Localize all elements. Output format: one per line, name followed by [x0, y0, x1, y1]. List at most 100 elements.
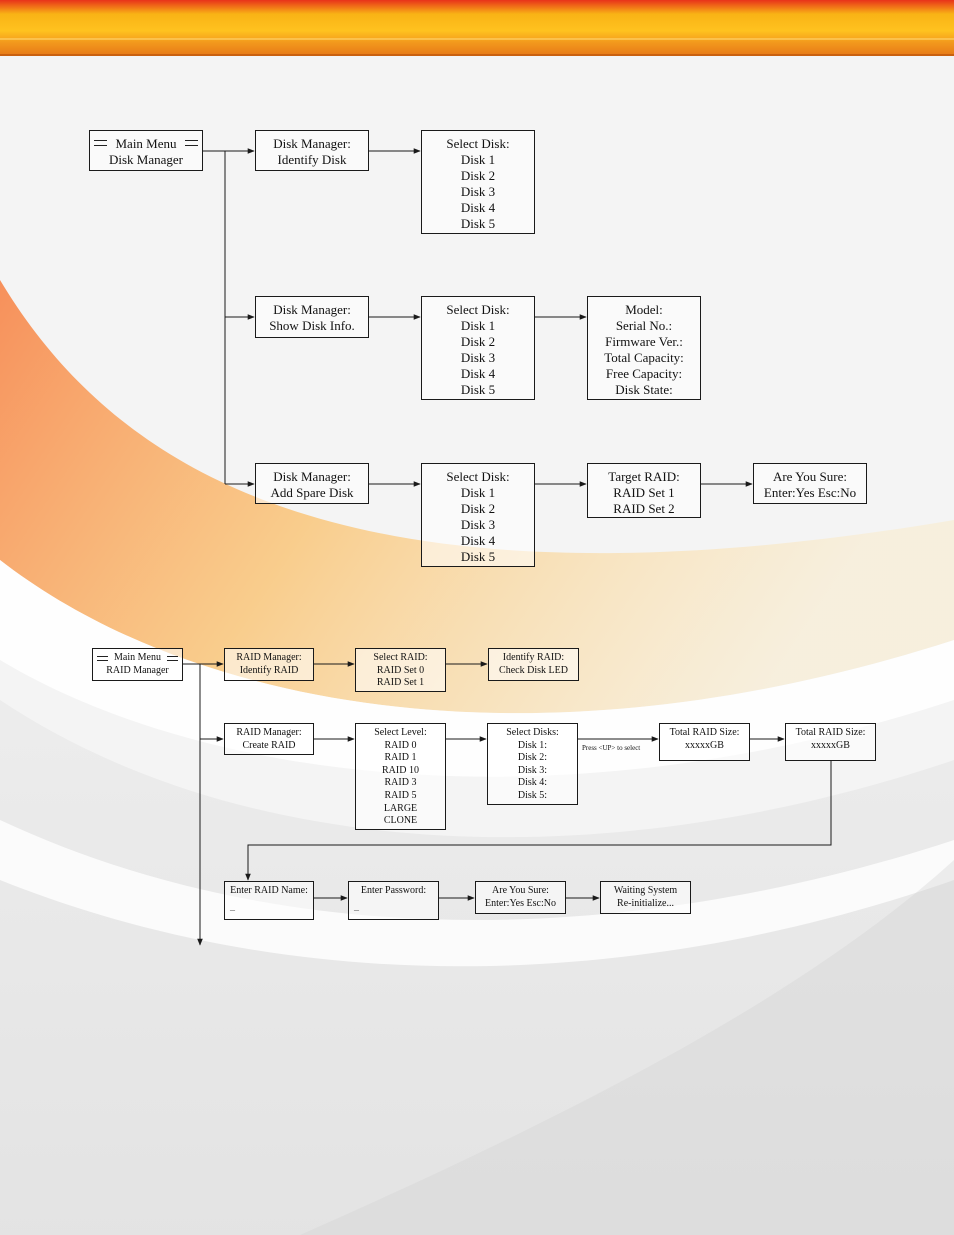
node-text-line: Disk Manager [108, 152, 183, 167]
node-text-line: Check Disk LED [499, 664, 568, 676]
node-text-line: Waiting System [613, 885, 678, 896]
node-text-line: Disk 4 [460, 366, 496, 381]
node-text-line: Show Disk Info. [269, 318, 355, 333]
total-raid-size-confirm-node: Total RAID Size:xxxxxGB [785, 723, 876, 761]
select-disks-node: Select Disks:Disk 1:Disk 2:Disk 3:Disk 4… [487, 723, 578, 805]
node-text-line: Re-initialize... [617, 897, 674, 909]
node-text-line: Firmware Ver.: [605, 334, 683, 349]
node-text-line: Disk 2 [460, 334, 496, 349]
node-text-line: RAID Set 1 [376, 677, 425, 689]
press-up-caption: Press <UP> to select [582, 744, 641, 752]
node-text-line: RAID Manager: [236, 652, 302, 663]
node-text-line: Disk 3 [460, 517, 496, 532]
node-text-line: Main Menu [114, 652, 161, 663]
node-text-line: Disk 1 [460, 318, 496, 333]
node-text-line: RAID Set 1 [613, 485, 675, 500]
node-text-line: Disk Manager: [273, 469, 351, 484]
node-text-line: Enter:Yes Esc:No [485, 897, 556, 909]
node-text-line: xxxxxGB [685, 739, 724, 751]
node-text-line: CLONE [383, 815, 418, 827]
node-text-line: Disk Manager: [273, 136, 351, 151]
enter-password-node: Enter Password: _ [348, 881, 439, 920]
node-text-line: xxxxxGB [811, 739, 850, 751]
menu-bars-icon [94, 140, 107, 146]
identify-disk-node: Disk Manager:Identify Disk [255, 130, 369, 171]
node-text-line: Main Menu [115, 136, 177, 151]
node-text-line: RAID 10 [382, 764, 419, 776]
node-text-line: RAID 5 [384, 789, 417, 801]
node-text-line: Identify RAID [239, 664, 299, 676]
node-text-line: Are You Sure: [772, 469, 848, 484]
node-text-line: RAID 0 [384, 739, 417, 751]
node-text-line: Select Level: [374, 727, 427, 738]
node-text-line: Create RAID [242, 739, 296, 751]
node-text-line: Select Disk: [446, 302, 510, 317]
node-text-line: Disk 4: [517, 777, 548, 789]
menu-bars-icon [97, 656, 108, 661]
node-text-line: RAID 1 [384, 752, 417, 764]
node-text-line: Disk 4 [460, 533, 496, 548]
node-text-line: Select Disks: [506, 727, 559, 738]
node-text-line: RAID Set 2 [613, 501, 675, 516]
node-text-line: Total RAID Size: [795, 727, 866, 738]
node-text-line: RAID Manager: [236, 727, 302, 738]
node-text-line: Enter RAID Name: [230, 885, 308, 896]
node-text-line: Disk 1 [460, 485, 496, 500]
node-text-line: RAID 3 [384, 777, 417, 789]
connector [245, 761, 832, 881]
node-text-line: Disk 3: [517, 764, 548, 776]
node-text-line: Identify RAID: [502, 652, 565, 663]
node-text-line: Target RAID: [608, 469, 680, 484]
node-text-line: Disk 5 [460, 216, 496, 231]
node-text-line: Disk Manager: [273, 302, 351, 317]
text-cursor: _ [354, 901, 359, 913]
text-cursor: _ [230, 901, 235, 913]
node-text-line: Disk 5 [460, 382, 496, 397]
identify-raid-led-node: Identify RAID:Check Disk LED [488, 648, 579, 681]
node-text-line: RAID Manager [106, 664, 169, 676]
create-confirm-node: Are You Sure:Enter:Yes Esc:No [475, 881, 566, 914]
node-text-line: Disk 5: [517, 789, 548, 801]
node-text-line: Disk 5 [460, 549, 496, 564]
menu-bars-icon [167, 656, 178, 661]
node-text-line: Disk 3 [460, 184, 496, 199]
show-disk-info-node: Disk Manager:Show Disk Info. [255, 296, 369, 338]
node-text-line: Disk State: [615, 382, 673, 397]
total-raid-size-node: Total RAID Size:xxxxxGB [659, 723, 750, 761]
create-raid-node: RAID Manager:Create RAID [224, 723, 314, 755]
node-text-line: Free Capacity: [605, 366, 683, 381]
node-text-line: Disk 1 [460, 152, 496, 167]
node-text-line: Model: [625, 302, 663, 317]
node-text-line: Identify Disk [277, 152, 347, 167]
node-text-line: Disk 1: [517, 739, 548, 751]
node-text-line: Disk 2 [460, 501, 496, 516]
enter-raid-name-node: Enter RAID Name: _ [224, 881, 314, 920]
node-text-line: Select RAID: [373, 652, 428, 663]
node-text-line: Enter:Yes Esc:No [763, 485, 857, 500]
identify-raid-node: RAID Manager:Identify RAID [224, 648, 314, 681]
node-text-line: Select Disk: [446, 469, 510, 484]
node-text-line: RAID Set 0 [376, 664, 425, 676]
node-text-line: Total Capacity: [604, 350, 684, 365]
node-text-line: Disk 3 [460, 350, 496, 365]
add-spare-disk-node: Disk Manager:Add Spare Disk [255, 463, 369, 504]
node-text-line: Disk 2 [460, 168, 496, 183]
node-text-line: Disk 4 [460, 200, 496, 215]
node-text-line: LARGE [383, 802, 418, 814]
node-text-line: Serial No.: [615, 318, 673, 333]
node-text-line: Disk 2: [517, 752, 548, 764]
node-text-line: Add Spare Disk [270, 485, 354, 500]
node-text-line: Total RAID Size: [669, 727, 740, 738]
node-text-line: Select Disk: [446, 136, 510, 151]
menu-bars-icon [185, 140, 198, 146]
node-text-line: Enter Password: [360, 885, 427, 896]
